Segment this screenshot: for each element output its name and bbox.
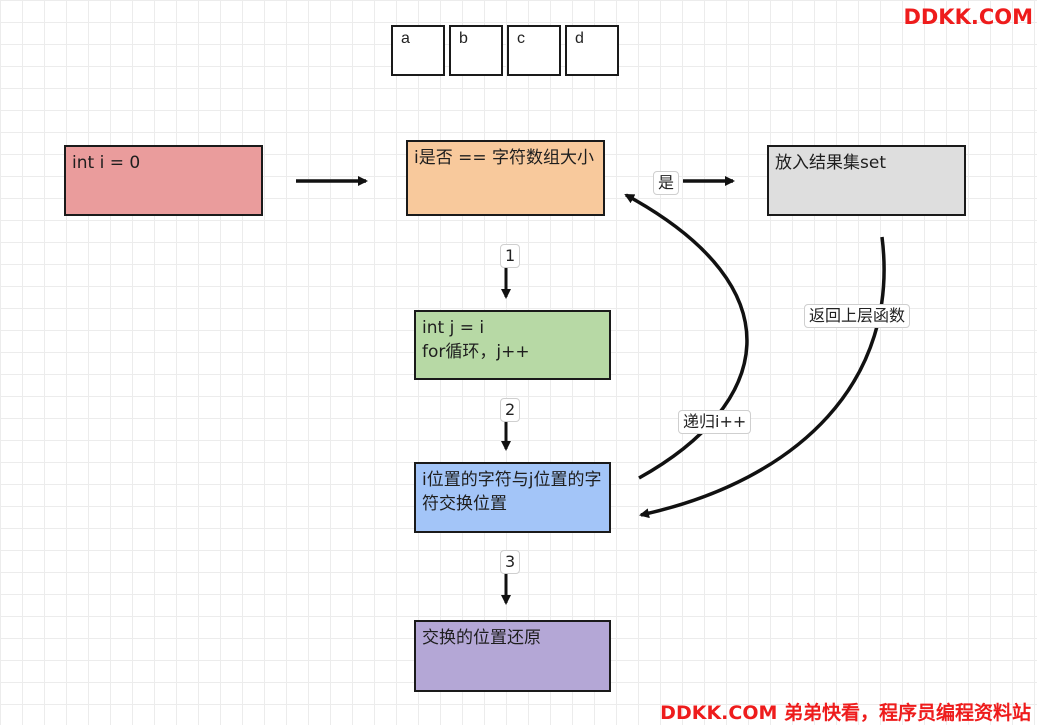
label-step1: 1: [500, 244, 521, 268]
array-cell-c: c: [507, 25, 561, 76]
node-init-text: int i = 0: [72, 153, 141, 173]
label-step2: 2: [500, 398, 521, 422]
node-result: 放入结果集set: [767, 145, 966, 216]
node-restore: 交换的位置还原: [414, 620, 611, 692]
node-init: int i = 0: [64, 145, 263, 216]
node-loop: int j = i for循环，j++: [414, 310, 611, 380]
node-check-text: i是否 == 字符数组大小: [414, 148, 595, 168]
label-step3: 3: [500, 550, 521, 574]
node-check: i是否 == 字符数组大小: [406, 140, 605, 216]
label-recurse: 递归i++: [678, 410, 752, 434]
array-cell-a: a: [391, 25, 445, 76]
node-result-text: 放入结果集set: [775, 153, 886, 173]
watermark-bottom: DDKK.COM 弟弟快看，程序员编程资料站: [660, 702, 1031, 724]
node-loop-line2: for循环，j++: [422, 342, 530, 362]
array-cell-d: d: [565, 25, 619, 76]
node-swap-text: i位置的字符与j位置的字符交换位置: [422, 470, 602, 514]
array-cell-b: b: [449, 25, 503, 76]
label-yes: 是: [653, 171, 680, 195]
arrow-return-up: [639, 236, 886, 519]
node-restore-text: 交换的位置还原: [422, 628, 541, 648]
node-swap: i位置的字符与j位置的字符交换位置: [414, 462, 611, 533]
node-loop-line1: int j = i: [422, 318, 485, 338]
watermark-top: DDKK.COM: [903, 5, 1033, 29]
arrow-recurse: [624, 193, 749, 480]
label-return-up: 返回上层函数: [804, 304, 911, 328]
